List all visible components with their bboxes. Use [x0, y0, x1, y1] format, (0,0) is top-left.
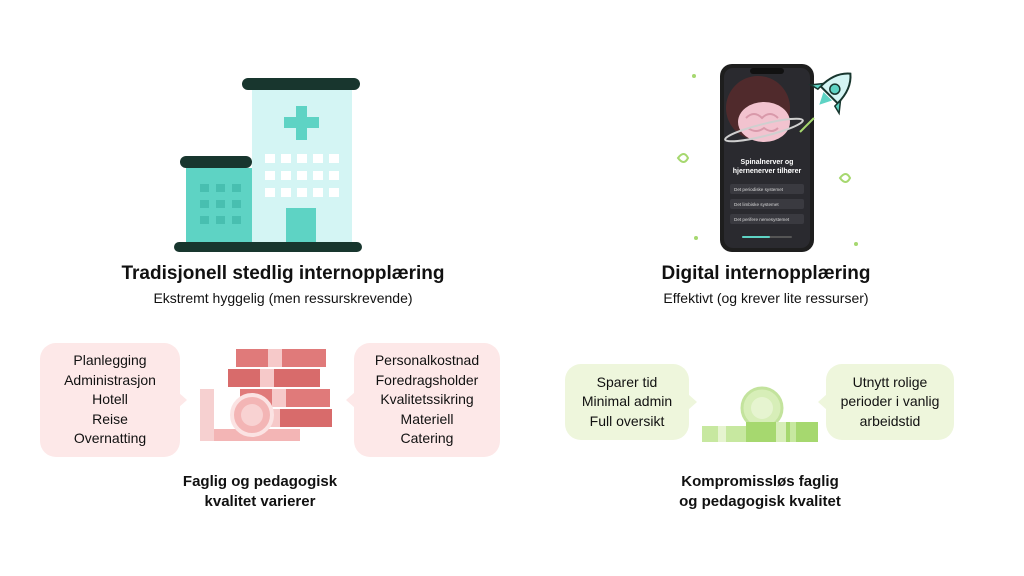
bubble-item: Sparer tid — [596, 373, 658, 390]
bubble-item: Kvalitetssikring — [380, 391, 474, 408]
bubble-item: Administrasjon — [64, 371, 156, 388]
phone-option: Det perifere nervesystemet — [734, 217, 790, 222]
left-caption: Faglig og pedagogisk kvalitet varierer — [160, 472, 360, 512]
bubble-item: Materiell — [400, 410, 454, 427]
caption-line: kvalitet varierer — [204, 493, 316, 510]
benefit-bubble: Sparer tid Minimal admin Full oversikt — [565, 364, 689, 440]
caption-line: Faglig og pedagogisk — [182, 473, 338, 490]
bubble-item: Utnytt rolige — [852, 373, 928, 390]
hospital-building-icon — [174, 78, 362, 252]
smartphone-rocket-icon: Spinalnerver og hjernenerver tilhører De… — [676, 64, 858, 252]
bubble-item: perioder i vanlig — [840, 393, 940, 410]
left-subtitle: Ekstremt hyggelig (men ressurskrevende) — [153, 290, 413, 306]
left-cost-bubble: Planlegging Administrasjon Hotell Reise … — [40, 343, 180, 457]
bubble-item: Minimal admin — [581, 393, 673, 410]
bubble-item: Reise — [92, 410, 128, 427]
right-caption: Kompromissløs faglig og pedagogisk kvali… — [640, 472, 880, 512]
right-cost-bubble: Personalkostnad Foredragsholder Kvalitet… — [354, 343, 500, 457]
bubble-pointer — [818, 394, 827, 410]
bubble-item: Hotell — [92, 391, 128, 408]
bubble-item: Catering — [400, 430, 454, 447]
benefit-bubble: Utnytt rolige perioder i vanlig arbeidst… — [826, 364, 954, 440]
bubble-pointer — [178, 392, 187, 408]
bubble-item: Full oversikt — [589, 412, 665, 429]
caption-line: Kompromissløs faglig — [681, 473, 839, 490]
bubble-item: arbeidstid — [859, 412, 921, 429]
phone-option: Det limbiske systemet — [734, 202, 779, 207]
right-subtitle: Effektivt (og krever lite ressurser) — [663, 290, 869, 306]
caption-line: og pedagogisk kvalitet — [679, 493, 841, 510]
phone-heading-line: Spinalnerver og — [741, 159, 794, 166]
bubble-item: Foredragsholder — [375, 371, 479, 388]
green-coin-icon — [702, 386, 818, 442]
bubble-item: Planlegging — [73, 352, 147, 369]
bubble-item: Overnatting — [73, 430, 147, 447]
bubble-pointer — [346, 392, 355, 408]
phone-option: Det periodiske systemet — [734, 187, 784, 192]
phone-heading-line: hjernenerver tilhører — [733, 168, 802, 175]
money-stack-icon — [200, 349, 332, 441]
right-title: Digital internopplæring — [661, 263, 871, 284]
bubble-item: Personalkostnad — [374, 352, 480, 369]
left-title: Tradisjonell stedlig internopplæring — [121, 263, 445, 284]
bubble-pointer — [688, 394, 697, 410]
